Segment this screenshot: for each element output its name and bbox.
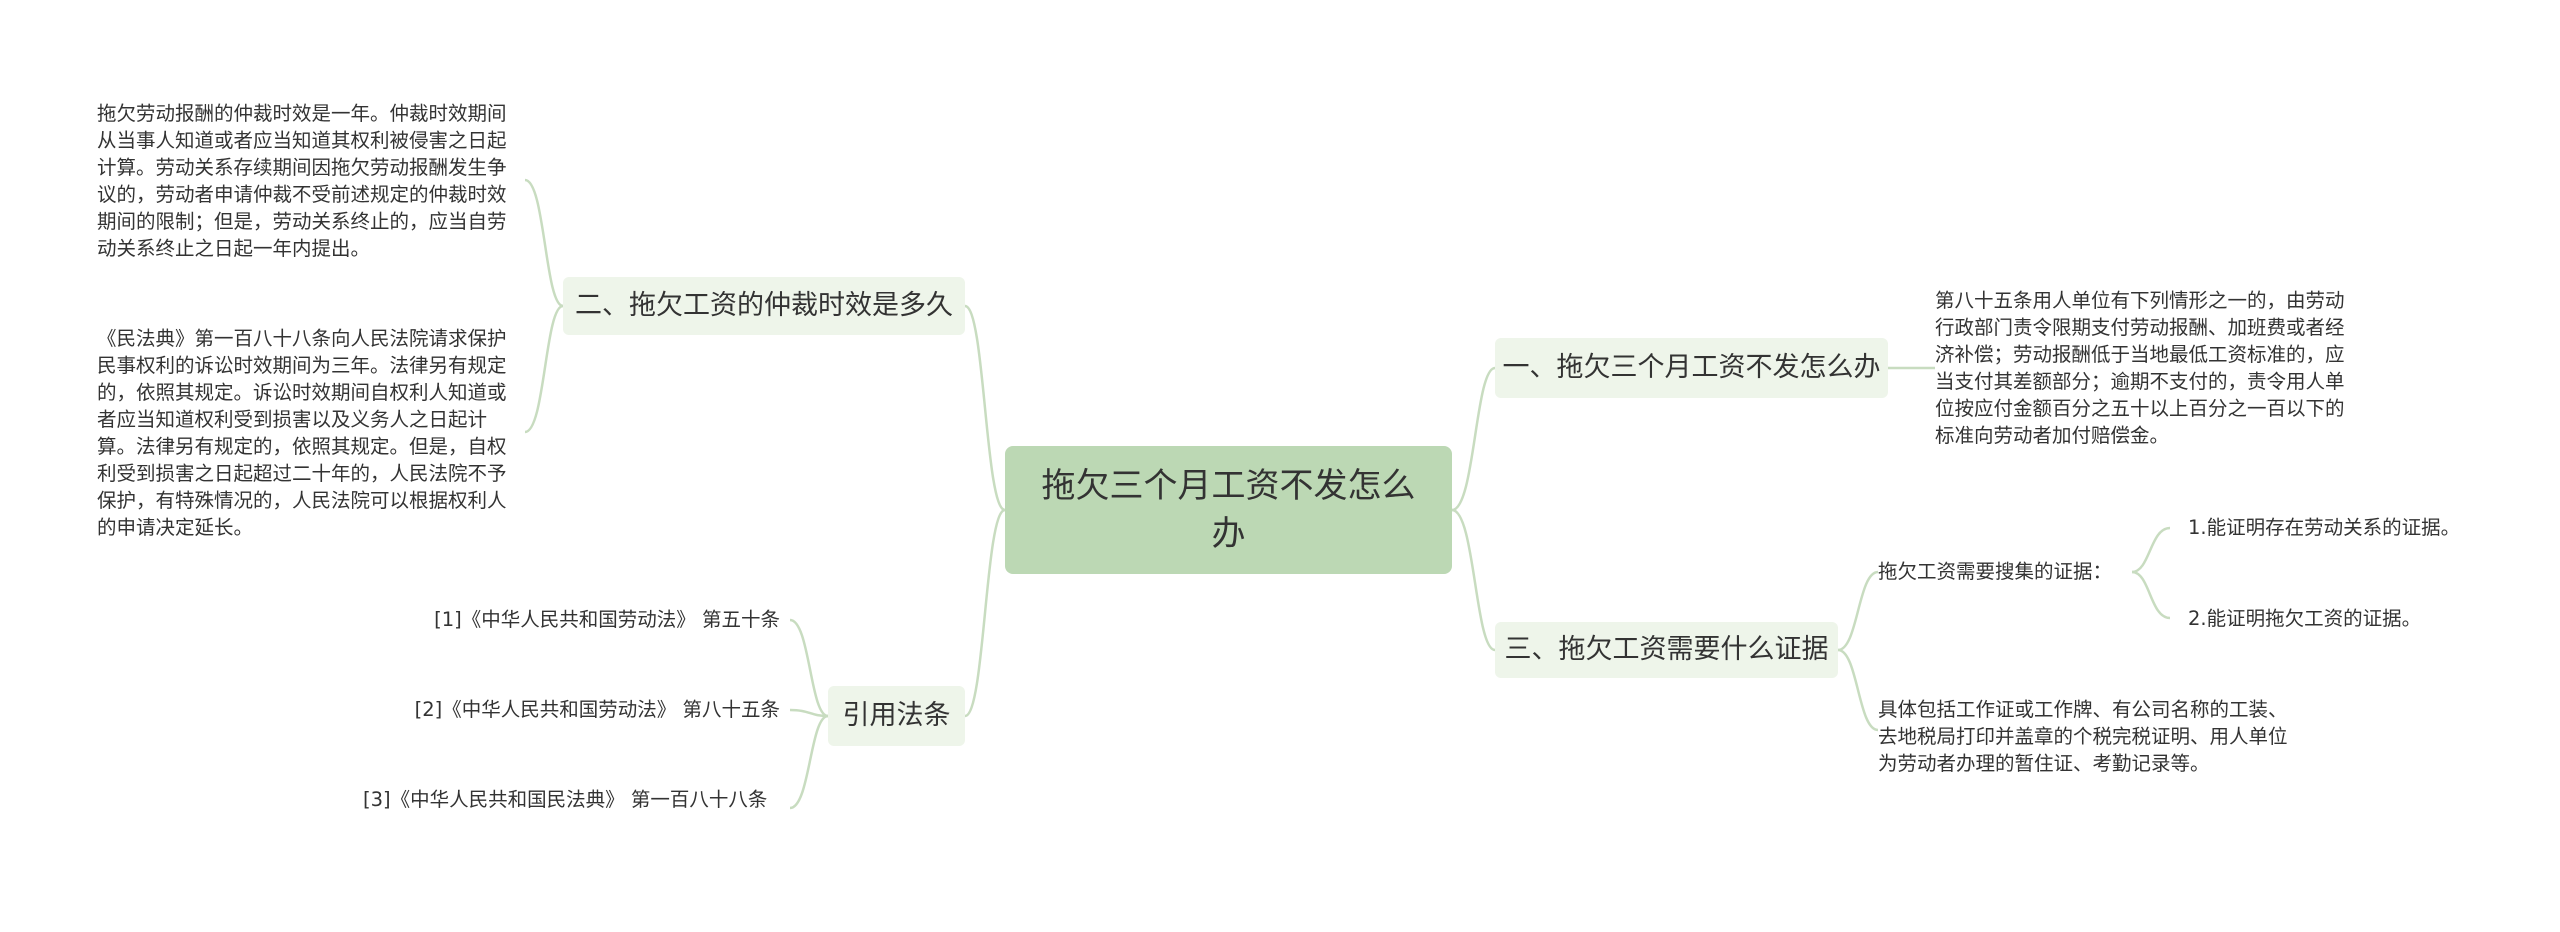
civil-code-limitation-text: 《民法典》第一百八十八条向人民法院请求保护民事权利的诉讼时效期间为三年。法律另有… xyxy=(97,327,507,539)
branch-1-detail: 第八十五条用人单位有下列情形之一的，由劳动行政部门责令限期支付劳动报酬、加班费或… xyxy=(1935,289,2345,447)
branch-3[interactable]: 三、拖欠工资需要什么证据 xyxy=(1495,622,1838,678)
reference-1[interactable]: [1]《中华人民共和国劳动法》 第五十条 xyxy=(434,608,780,631)
evidence-detail: 具体包括工作证或工作牌、有公司名称的工装、去地税局打印并盖章的个税完税证明、用人… xyxy=(1878,698,2288,775)
branch-3-label: 三、拖欠工资需要什么证据 xyxy=(1504,634,1829,665)
branch-1-label: 一、拖欠三个月工资不发怎么办 xyxy=(1502,352,1881,383)
reference-2[interactable]: [2]《中华人民共和国劳动法》 第八十五条 xyxy=(414,698,780,721)
root-topic[interactable]: 拖欠三个月工资不发怎么办 xyxy=(1005,446,1452,574)
evidence-item-2: 2.能证明拖欠工资的证据。 xyxy=(2188,607,2422,630)
evidence-item-1: 1.能证明存在劳动关系的证据。 xyxy=(2188,516,2461,539)
evidence-heading: 拖欠工资需要搜集的证据： xyxy=(1878,560,2113,583)
branch-2[interactable]: 二、拖欠工资的仲裁时效是多久 xyxy=(563,277,965,335)
branch-4[interactable]: 引用法条 xyxy=(828,686,965,746)
root-topic-label: 拖欠三个月工资不发怎么办 xyxy=(1041,466,1416,554)
branch-4-label: 引用法条 xyxy=(842,700,951,731)
branch-2-label: 二、拖欠工资的仲裁时效是多久 xyxy=(575,290,953,321)
arbitration-limitation-text: 拖欠劳动报酬的仲裁时效是一年。仲裁时效期间从当事人知道或者应当知道其权利被侵害之… xyxy=(97,102,507,260)
branch-1[interactable]: 一、拖欠三个月工资不发怎么办 xyxy=(1495,338,1888,398)
reference-3[interactable]: [3]《中华人民共和国民法典》 第一百八十八条 xyxy=(363,788,768,811)
